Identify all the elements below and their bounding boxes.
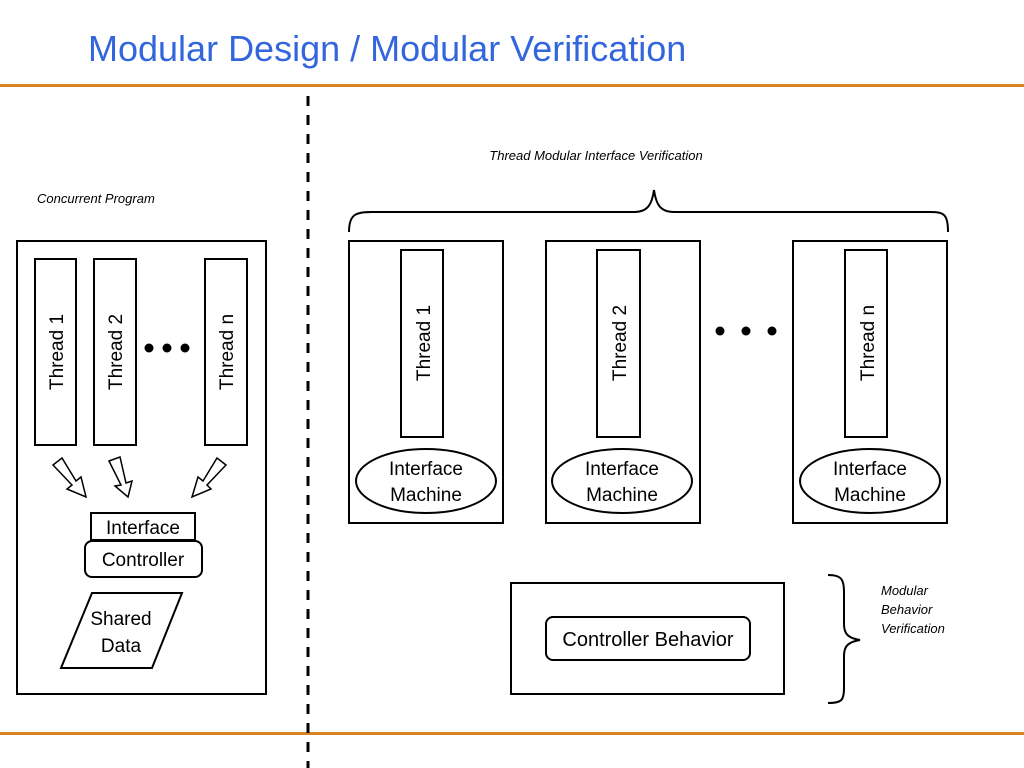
top-rule: [0, 84, 1024, 87]
interface-machine-n-label-line-1: Interface: [833, 459, 907, 480]
interface-machine-2-label-line-2: Machine: [586, 485, 658, 506]
controller-label: Controller: [102, 550, 185, 571]
left-ellipsis-dots: [144, 343, 190, 353]
verification-unit-2-box: [545, 240, 701, 524]
arrow-thread-n-icon: [190, 456, 228, 499]
interface-label: Interface: [106, 518, 180, 539]
interface-machine-n-label-line-2: Machine: [834, 485, 906, 506]
right-thread-1-box: [400, 249, 444, 438]
shared-data-label-line-1: Shared: [90, 609, 151, 630]
arrow-thread-2-icon: [107, 456, 134, 499]
controller-box: [84, 540, 203, 578]
left-thread-2-label: Thread 2: [106, 314, 127, 390]
controller-behavior-label: Controller Behavior: [562, 629, 734, 651]
right-thread-n-box: [844, 249, 888, 438]
verification-unit-1-box: [348, 240, 504, 524]
bottom-rule: [0, 732, 1024, 735]
right-thread-n-label: Thread n: [858, 305, 879, 381]
behavior-verification-caption-line-1: Modular: [881, 583, 929, 598]
right-thread-2-label: Thread 2: [610, 305, 631, 381]
left-thread-1-box: [34, 258, 77, 446]
interface-box: [90, 512, 196, 541]
interface-machine-1-label-line-1: Interface: [389, 459, 463, 480]
arrow-thread-1-icon: [51, 456, 88, 499]
slide-title: Modular Design / Modular Verification: [88, 28, 687, 69]
interface-machine-2-ellipse: [551, 448, 693, 514]
interface-machine-n-ellipse: [799, 448, 941, 514]
concurrent-program-box: [16, 240, 267, 695]
interface-verification-caption: Thread Modular Interface Verification: [489, 148, 702, 163]
interface-machine-2-label-line-1: Interface: [585, 459, 659, 480]
shared-data-label-line-2: Data: [101, 636, 142, 657]
left-thread-1-label: Thread 1: [47, 314, 68, 390]
interface-machine-1-ellipse: [355, 448, 497, 514]
behavior-verification-caption-line-3: Verification: [881, 621, 945, 636]
behavior-verification-caption-line-2: Behavior: [881, 602, 933, 617]
left-thread-n-label: Thread n: [217, 314, 238, 390]
shared-data-shape: [59, 592, 184, 669]
concurrent-program-caption: Concurrent Program: [37, 191, 155, 206]
left-thread-n-box: [204, 258, 248, 446]
right-ellipsis-dots: [715, 326, 777, 336]
controller-behavior-outer-box: [510, 582, 785, 695]
left-thread-2-box: [93, 258, 137, 446]
top-curly-brace: [348, 189, 949, 233]
right-thread-1-label: Thread 1: [414, 305, 435, 381]
controller-behavior-box: [545, 616, 751, 661]
interface-machine-1-label-line-2: Machine: [390, 485, 462, 506]
right-thread-2-box: [596, 249, 641, 438]
right-curly-brace: [827, 574, 861, 704]
verification-unit-n-box: [792, 240, 948, 524]
